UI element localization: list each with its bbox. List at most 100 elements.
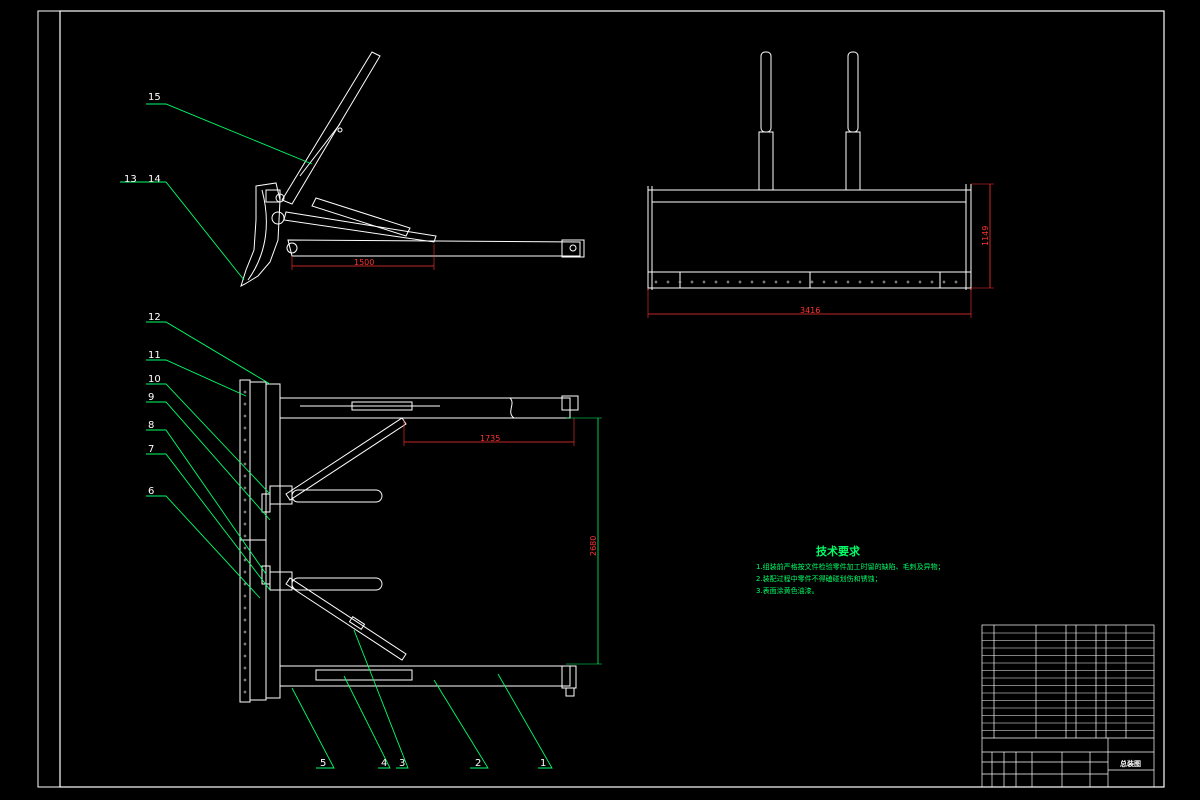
title-block-frame bbox=[981, 624, 1155, 788]
front-bolt bbox=[858, 280, 862, 284]
plan-bolt bbox=[243, 606, 247, 610]
plan-brace-upper bbox=[285, 417, 407, 501]
front-bolt bbox=[798, 280, 802, 284]
front-bolt bbox=[822, 280, 826, 284]
side-lift-cylinder-line bbox=[299, 123, 341, 177]
front-bolt bbox=[834, 280, 838, 284]
plan-lift-cylinder-upper bbox=[291, 489, 383, 503]
balloon-9: 9 bbox=[148, 392, 154, 403]
plan-bolt bbox=[243, 618, 247, 622]
balloon-5: 5 bbox=[320, 758, 326, 769]
plan-bolt bbox=[243, 582, 247, 586]
front-bolt bbox=[654, 280, 658, 284]
balloon-1: 1 bbox=[540, 758, 546, 769]
dim-top-height: 1149 bbox=[971, 183, 994, 289]
plan-push-arm-lower bbox=[279, 665, 571, 687]
dim-top-width: 3416 bbox=[647, 288, 972, 318]
notes-line-3: 3.表面涂黄色油漆。 bbox=[756, 586, 819, 595]
balloon-11: 11 bbox=[148, 350, 161, 361]
front-bolt-row bbox=[654, 280, 958, 284]
plan-bolt bbox=[243, 414, 247, 418]
front-bolt bbox=[846, 280, 850, 284]
front-bolt bbox=[726, 280, 730, 284]
side-lift-pin bbox=[337, 127, 343, 133]
front-bolt bbox=[942, 280, 946, 284]
plan-bolt bbox=[243, 438, 247, 442]
front-bolt bbox=[666, 280, 670, 284]
side-lift-cylinder bbox=[281, 51, 381, 205]
dim-plan-length-text: 1735 bbox=[480, 434, 500, 443]
dim-side-length: 1500 bbox=[291, 244, 435, 270]
front-bolt bbox=[930, 280, 934, 284]
side-blade-curve bbox=[247, 189, 267, 281]
notes-line-2: 2.装配过程中零件不得磕碰划伤和锈蚀； bbox=[756, 574, 882, 583]
plan-bolt bbox=[243, 594, 247, 598]
side-pivot-mid bbox=[271, 211, 285, 225]
front-bolt bbox=[918, 280, 922, 284]
side-end-pin bbox=[569, 244, 577, 252]
dim-top-height-text: 1149 bbox=[981, 226, 990, 246]
plan-blade-inner bbox=[249, 381, 267, 701]
dim-side-length-text: 1500 bbox=[354, 258, 374, 267]
plan-bolt bbox=[243, 654, 247, 658]
front-bolt bbox=[690, 280, 694, 284]
front-bolt bbox=[702, 280, 706, 284]
front-bolt bbox=[810, 280, 814, 284]
front-bolt bbox=[738, 280, 742, 284]
front-bolt bbox=[750, 280, 754, 284]
technical-notes: 技术要求 1.组装前严格按文件检验零件加工时留的缺陷、毛刺及异物； 2.装配过程… bbox=[756, 544, 945, 595]
plan-bolt bbox=[243, 570, 247, 574]
side-tilt-cylinder bbox=[283, 211, 437, 243]
dim-top-width-text: 3416 bbox=[800, 306, 820, 315]
balloon-4: 4 bbox=[381, 758, 387, 769]
plan-bolt bbox=[243, 630, 247, 634]
plan-bolt bbox=[243, 546, 247, 550]
front-bolt bbox=[762, 280, 766, 284]
front-bolt bbox=[786, 280, 790, 284]
plan-bolt bbox=[243, 642, 247, 646]
balloon-2: 2 bbox=[475, 758, 481, 769]
front-bolt bbox=[714, 280, 718, 284]
balloon-6: 6 bbox=[148, 486, 154, 497]
plan-bolt bbox=[243, 426, 247, 430]
front-bolt bbox=[678, 280, 682, 284]
plan-bolt bbox=[243, 462, 247, 466]
front-bolt bbox=[954, 280, 958, 284]
dim-plan-width: 2680 bbox=[566, 417, 602, 665]
notes-title: 技术要求 bbox=[816, 544, 861, 558]
plan-bolt bbox=[243, 402, 247, 406]
balloon-10: 10 bbox=[148, 374, 161, 385]
plan-bolt-column bbox=[243, 390, 247, 694]
front-bolt bbox=[906, 280, 910, 284]
drawing-name: 总装图 bbox=[1120, 759, 1141, 768]
balloon-13: 13 bbox=[124, 174, 137, 185]
plan-bolt bbox=[243, 666, 247, 670]
balloon-15: 15 bbox=[148, 92, 161, 103]
balloon-12: 12 bbox=[148, 312, 161, 323]
balloon-labels: 15 13 14 12 11 10 9 8 7 6 5 4 3 2 1 bbox=[124, 92, 546, 769]
balloon-7: 7 bbox=[148, 444, 154, 455]
balloon-14: 14 bbox=[148, 174, 161, 185]
plan-bolt bbox=[243, 450, 247, 454]
balloon-3: 3 bbox=[399, 758, 405, 769]
side-view bbox=[240, 51, 585, 287]
plan-brace-lower bbox=[285, 577, 407, 661]
plan-view bbox=[239, 379, 579, 703]
plan-bolt bbox=[243, 486, 247, 490]
plan-bolt bbox=[243, 522, 247, 526]
balloon-8: 8 bbox=[148, 420, 154, 431]
title-block bbox=[981, 624, 1155, 788]
parts-list-rows bbox=[982, 632, 1154, 731]
side-arm-end bbox=[561, 239, 585, 258]
dim-plan-length: 1735 bbox=[403, 418, 575, 446]
plan-bolt bbox=[243, 510, 247, 514]
front-bolt bbox=[882, 280, 886, 284]
plan-push-arm-upper bbox=[279, 397, 571, 419]
plan-bolt bbox=[243, 558, 247, 562]
plan-bolt bbox=[243, 390, 247, 394]
dim-plan-width-text: 2680 bbox=[589, 536, 598, 556]
front-bolt bbox=[774, 280, 778, 284]
front-cylinder-right-body bbox=[845, 131, 861, 191]
plan-bolt bbox=[243, 474, 247, 478]
